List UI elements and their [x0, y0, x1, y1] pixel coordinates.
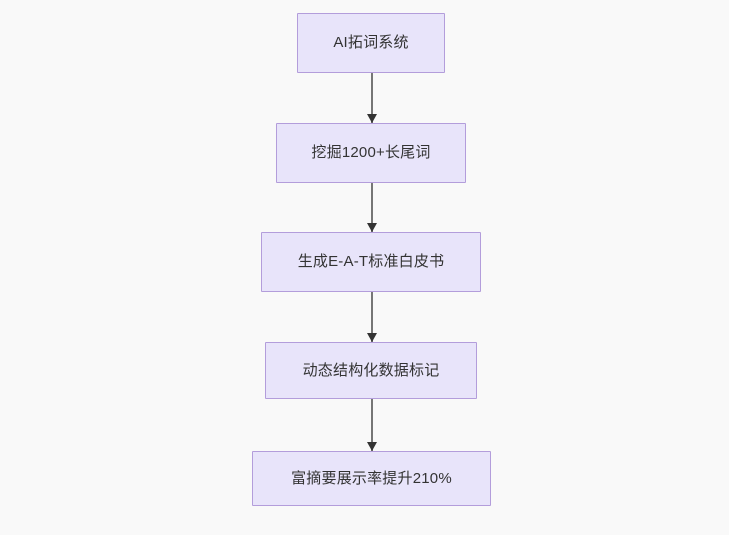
edge-line [371, 399, 373, 451]
edge-line [371, 183, 373, 232]
flowchart-node-dynamic-structured-data-markup[interactable]: 动态结构化数据标记 [265, 342, 477, 399]
edge-line [371, 73, 373, 123]
node-label: 挖掘1200+长尾词 [311, 144, 431, 161]
arrow-head-icon [367, 114, 377, 123]
flowchart-node-ai-keyword-system[interactable]: AI拓词系统 [297, 13, 445, 73]
arrow-head-icon [367, 223, 377, 232]
node-label: 生成E-A-T标准白皮书 [297, 253, 445, 270]
edge-line [371, 292, 373, 342]
node-label: 动态结构化数据标记 [302, 361, 440, 379]
arrow-head-icon [367, 333, 377, 342]
flowchart-node-mine-longtail-keywords[interactable]: 挖掘1200+长尾词 [276, 123, 466, 183]
node-label: AI拓词系统 [333, 34, 409, 51]
flowchart-node-generate-eat-whitepaper[interactable]: 生成E-A-T标准白皮书 [261, 232, 481, 292]
arrow-head-icon [367, 442, 377, 451]
node-label: 富摘要展示率提升210% [291, 469, 452, 487]
flowchart-node-rich-snippet-impression-lift[interactable]: 富摘要展示率提升210% [252, 451, 491, 506]
